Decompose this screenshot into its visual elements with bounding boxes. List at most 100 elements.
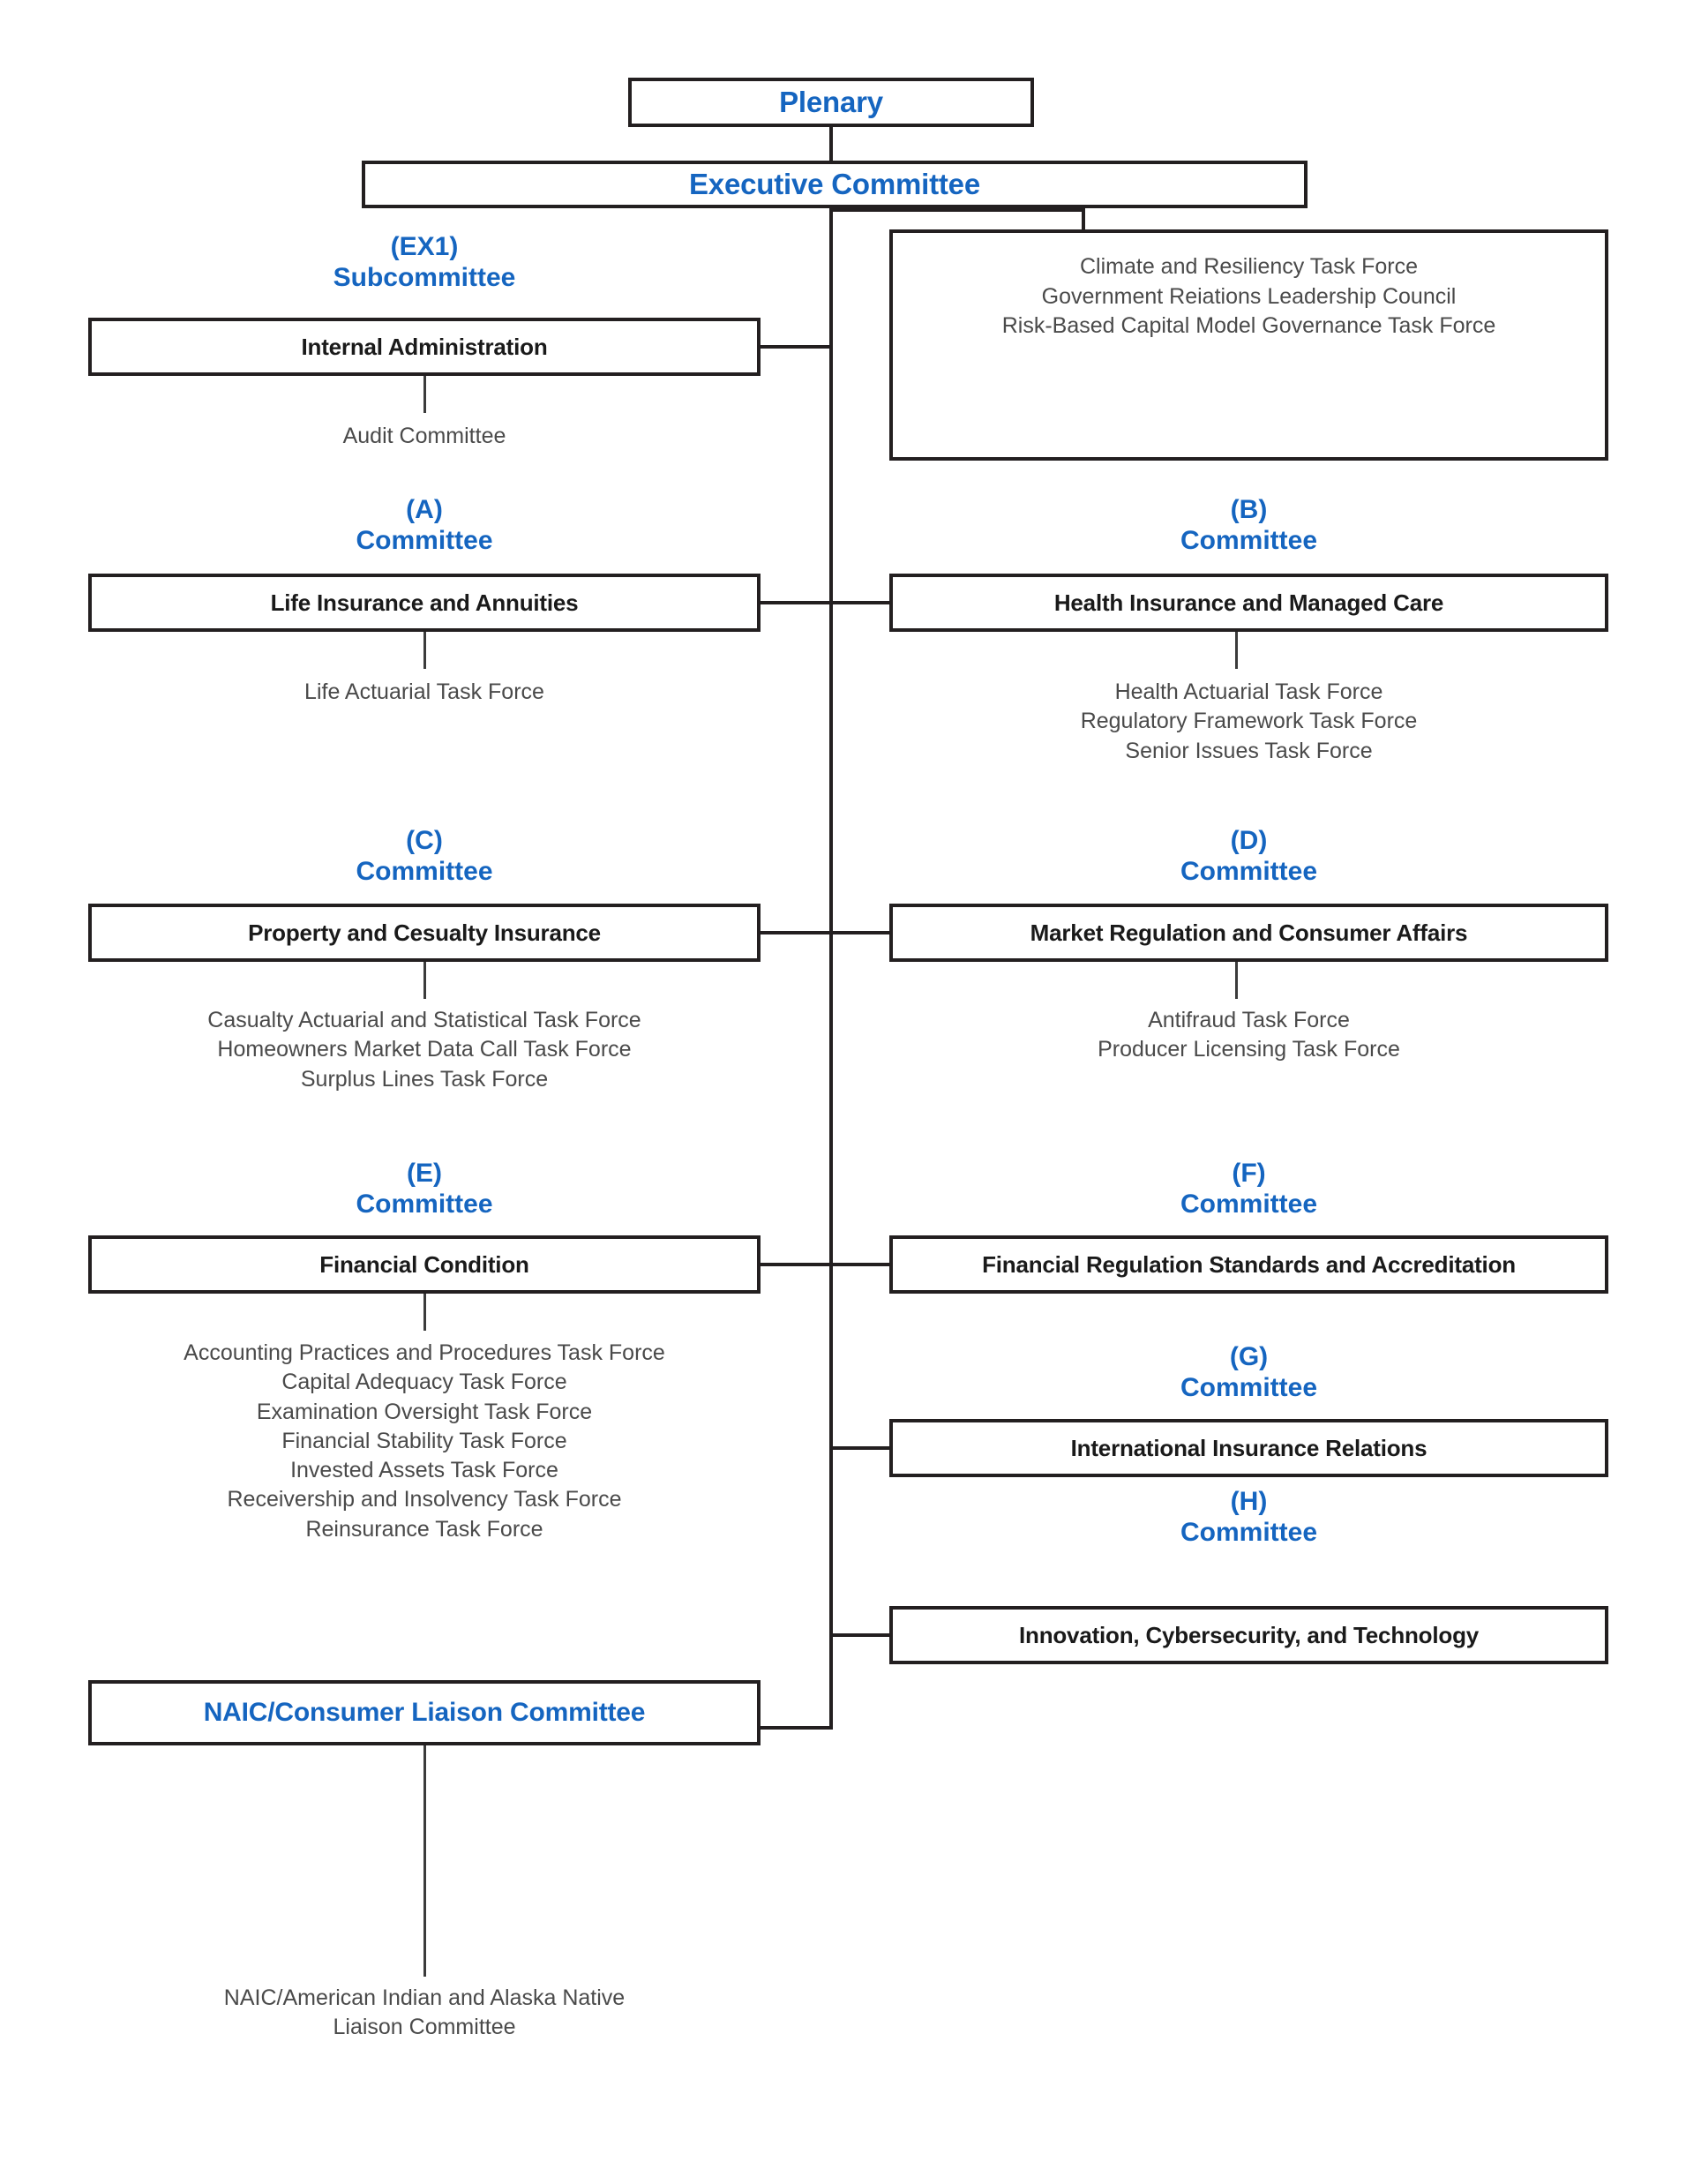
list-item: Surplus Lines Task Force: [300, 1066, 549, 1092]
node-plenary[interactable]: Plenary: [628, 78, 1034, 127]
caption-committee-a-kind: Committee: [356, 526, 493, 556]
node-consumer-liaison-label: NAIC/Consumer Liaison Committee: [203, 1698, 646, 1727]
node-executive-committee[interactable]: Executive Committee: [362, 161, 1308, 208]
list-item: Financial Stability Task Force: [281, 1428, 567, 1453]
list-item: Government Reiations Leadership Council: [1041, 283, 1457, 309]
node-executive-task-forces[interactable]: Climate and Resiliency Task Force Govern…: [889, 229, 1608, 461]
node-committee-g[interactable]: International Insurance Relations: [889, 1419, 1608, 1477]
list-item: Liaison Committee: [333, 2015, 516, 2040]
connector-committee-a-to-spine: [761, 601, 833, 604]
node-ex1-internal-administration[interactable]: Internal Administration: [88, 318, 761, 376]
connector-consumer-liaison-to-spine: [761, 1726, 833, 1730]
list-committee-b-children: Health Actuarial Task Force Regulatory F…: [889, 678, 1608, 766]
caption-committee-h: (H) Committee: [889, 1486, 1608, 1548]
node-committee-c[interactable]: Property and Cesualty Insurance: [88, 904, 761, 962]
caption-ex1-kind: Subcommittee: [333, 263, 516, 293]
list-item: Health Actuarial Task Force: [1114, 679, 1383, 704]
caption-committee-e: (E) Committee: [88, 1158, 761, 1220]
caption-committee-f: (F) Committee: [889, 1158, 1608, 1220]
connector-spine-to-committee-f: [829, 1263, 893, 1266]
connector-main-spine: [829, 208, 833, 1730]
list-item: Life Actuarial Task Force: [304, 679, 544, 704]
caption-committee-f-kind: Committee: [1180, 1190, 1318, 1220]
list-item: Casualty Actuarial and Statistical Task …: [207, 1008, 641, 1032]
list-item: Capital Adequacy Task Force: [281, 1370, 567, 1395]
caption-committee-d-kind: Committee: [1180, 857, 1318, 887]
connector-committee-c-to-spine: [761, 931, 833, 934]
list-item: Audit Committee: [342, 424, 506, 448]
list-committee-d-children: Antifraud Task Force Producer Licensing …: [889, 1006, 1608, 1065]
caption-committee-a-code: (A): [406, 495, 443, 524]
caption-committee-f-code: (F): [1232, 1159, 1266, 1188]
caption-committee-d: (D) Committee: [889, 825, 1608, 887]
list-item: Homeowners Market Data Call Task Force: [217, 1037, 632, 1062]
caption-committee-c-code: (C): [406, 826, 443, 855]
list-ex1-children: Audit Committee: [88, 422, 761, 451]
connector-spine-to-committee-b: [829, 601, 893, 604]
caption-committee-a: (A) Committee: [88, 494, 761, 556]
node-committee-b-label: Health Insurance and Managed Care: [1053, 589, 1444, 616]
connector-ex1-to-spine: [761, 345, 833, 349]
caption-committee-h-code: (H): [1230, 1487, 1268, 1516]
node-committee-f[interactable]: Financial Regulation Standards and Accre…: [889, 1235, 1608, 1294]
caption-committee-e-code: (E): [407, 1159, 442, 1188]
connector-plenary-to-executive: [829, 127, 833, 161]
list-consumer-liaison-children: NAIC/American Indian and Alaska Native L…: [88, 1984, 761, 2043]
connector-executive-to-exec-taskforces-h: [829, 208, 1085, 212]
caption-committee-b-code: (B): [1230, 495, 1268, 524]
node-committee-b[interactable]: Health Insurance and Managed Care: [889, 574, 1608, 632]
caption-committee-h-kind: Committee: [1180, 1518, 1318, 1548]
connector-spine-to-committee-g: [829, 1446, 893, 1450]
caption-ex1: (EX1) Subcommittee: [88, 231, 761, 293]
caption-committee-e-kind: Committee: [356, 1190, 493, 1220]
list-item: Regulatory Framework Task Force: [1080, 709, 1418, 734]
connector-consumer-liaison-children-stem: [423, 1745, 426, 1977]
caption-committee-b: (B) Committee: [889, 494, 1608, 556]
node-committee-a[interactable]: Life Insurance and Annuities: [88, 574, 761, 632]
connector-committee-d-children-stem: [1235, 962, 1238, 999]
list-committee-e-children: Accounting Practices and Procedures Task…: [88, 1339, 761, 1544]
connector-committee-e-children-stem: [423, 1294, 426, 1331]
list-item: Accounting Practices and Procedures Task…: [184, 1340, 665, 1365]
connector-committee-b-children-stem: [1235, 632, 1238, 669]
node-consumer-liaison[interactable]: NAIC/Consumer Liaison Committee: [88, 1680, 761, 1745]
node-ex1-label: Internal Administration: [301, 333, 548, 360]
list-item: Antifraud Task Force: [1148, 1008, 1350, 1032]
node-committee-c-label: Property and Cesualty Insurance: [248, 919, 601, 946]
node-committee-e-label: Financial Condition: [319, 1250, 529, 1278]
caption-committee-c: (C) Committee: [88, 825, 761, 887]
list-item: Producer Licensing Task Force: [1098, 1037, 1400, 1062]
list-item: Climate and Resiliency Task Force: [1079, 254, 1419, 279]
caption-committee-b-kind: Committee: [1180, 526, 1318, 556]
connector-committee-c-children-stem: [423, 962, 426, 999]
node-plenary-label: Plenary: [779, 86, 883, 118]
caption-ex1-code: (EX1): [390, 232, 459, 261]
node-committee-d-label: Market Regulation and Consumer Affairs: [1030, 919, 1468, 946]
caption-committee-g-code: (G): [1229, 1342, 1269, 1371]
list-item: Senior Issues Task Force: [1125, 738, 1373, 763]
connector-spine-to-committee-d: [829, 931, 893, 934]
node-committee-d[interactable]: Market Regulation and Consumer Affairs: [889, 904, 1608, 962]
connector-spine-to-committee-h: [829, 1633, 893, 1637]
node-committee-h[interactable]: Innovation, Cybersecurity, and Technolog…: [889, 1606, 1608, 1664]
caption-committee-c-kind: Committee: [356, 857, 493, 887]
caption-committee-g-kind: Committee: [1180, 1373, 1318, 1403]
connector-committee-e-to-spine: [761, 1263, 833, 1266]
connector-committee-a-children-stem: [423, 632, 426, 669]
executive-task-forces-list: Climate and Resiliency Task Force Govern…: [893, 252, 1605, 341]
list-item: NAIC/American Indian and Alaska Native: [223, 1985, 626, 2010]
list-item: Risk-Based Capital Model Governance Task…: [1001, 313, 1496, 338]
connector-ex1-children-stem: [423, 376, 426, 413]
connector-executive-to-exec-taskforces-v: [1082, 208, 1085, 229]
list-item: Invested Assets Task Force: [290, 1458, 558, 1482]
node-committee-a-label: Life Insurance and Annuities: [270, 589, 579, 616]
node-committee-g-label: International Insurance Relations: [1070, 1434, 1427, 1461]
list-item: Examination Oversight Task Force: [256, 1399, 593, 1424]
list-item: Reinsurance Task Force: [305, 1516, 543, 1542]
list-committee-c-children: Casualty Actuarial and Statistical Task …: [88, 1006, 761, 1094]
caption-committee-g: (G) Committee: [889, 1341, 1608, 1403]
list-committee-a-children: Life Actuarial Task Force: [88, 678, 761, 707]
node-executive-committee-label: Executive Committee: [689, 168, 980, 200]
node-committee-e[interactable]: Financial Condition: [88, 1235, 761, 1294]
